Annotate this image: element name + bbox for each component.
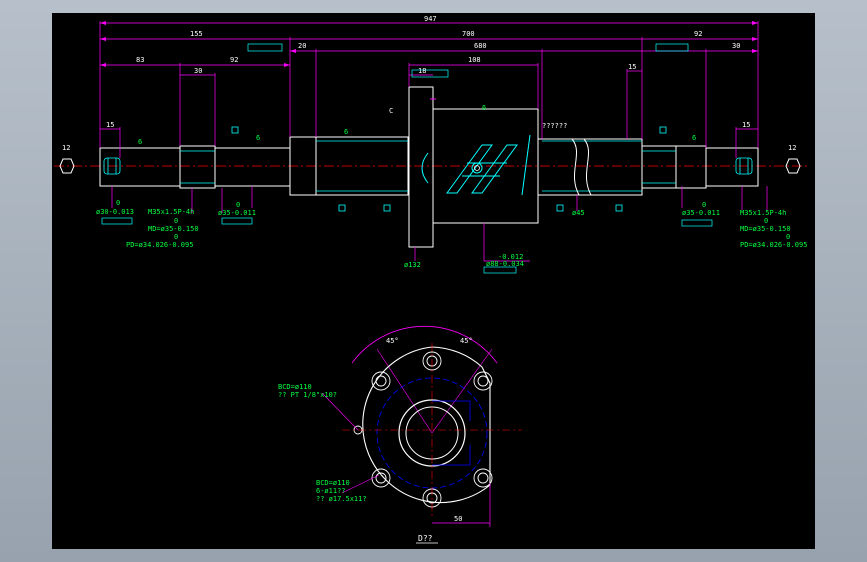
nut-tol-top: -0.012 — [498, 253, 523, 261]
dim-overall: 947 — [424, 15, 437, 23]
nut-d132: ø132 — [404, 261, 421, 269]
right-2-thread: M35x1.5P-4h — [740, 209, 786, 217]
dimension-arrows — [100, 21, 758, 67]
left-2-thread: M35x1.5P-4h — [148, 208, 194, 216]
dim-15-left: 15 — [106, 121, 114, 129]
dim-30-right: 30 — [732, 42, 740, 50]
bcd-label-1: BCD=ø110 — [278, 383, 312, 391]
dim-155: 155 — [190, 30, 203, 38]
dim-12-right: 12 — [788, 144, 796, 152]
nut-inner-cut — [432, 400, 471, 466]
bcd-label-2: BCD=ø110 — [316, 479, 350, 487]
right-1-dia: ø35-0.011 — [682, 209, 720, 217]
left-3-dia: ø35-0.011 — [218, 209, 256, 217]
dim-680: 680 — [474, 42, 487, 50]
roughness-6-d: 6 — [482, 104, 486, 112]
view-title: D?? — [418, 534, 433, 543]
left-2-zero-b: 0 — [174, 233, 178, 241]
left-2-pd: PD=ø34.026-0.095 — [126, 241, 193, 249]
tolerance-frames — [101, 43, 713, 274]
right-2-zero-b: 0 — [786, 233, 790, 241]
thread-lines — [180, 140, 676, 192]
flange-view — [321, 325, 522, 527]
dim-83: 83 — [136, 56, 144, 64]
ball-nut — [408, 86, 539, 248]
right-2-zero: 0 — [764, 217, 768, 225]
left-2-zero: 0 — [174, 217, 178, 225]
dim-30: 30 — [194, 67, 202, 75]
angle-right: 45° — [460, 337, 473, 345]
dim-92-right: 92 — [694, 30, 702, 38]
right-2-md: MD=ø35-0.150 — [740, 225, 791, 233]
drawing-svg: 947 155 700 92 20 680 30 83 92 30 108 18… — [54, 15, 810, 544]
left-2-md: MD=ø35-0.150 — [148, 225, 199, 233]
right-1-zero: 0 — [702, 201, 706, 209]
question-text: ?????? — [542, 122, 567, 130]
right-d45: ø45 — [572, 209, 585, 217]
dim-15-right: 15 — [742, 121, 750, 129]
screw-shaft — [99, 136, 759, 196]
cad-drawing-canvas[interactable]: 947 155 700 92 20 680 30 83 92 30 108 18… — [52, 13, 815, 549]
roughness-6-c: 6 — [344, 128, 348, 136]
break-mark — [571, 138, 592, 196]
keyway-right — [735, 157, 753, 175]
dim-18: 18 — [418, 67, 426, 75]
flange-outline — [362, 346, 491, 504]
datum-markers — [231, 126, 667, 212]
dim-92: 92 — [230, 56, 238, 64]
dim-108: 108 — [468, 56, 481, 64]
left-1-dia: ø30-0.013 — [96, 208, 134, 216]
nut-oil-hole — [474, 165, 480, 171]
section-label-c: C — [389, 107, 393, 115]
dimension-lines — [99, 21, 768, 262]
left-1-zero: 0 — [116, 199, 120, 207]
nut-d88: ø88-0.034 — [486, 260, 524, 268]
hex-end-left — [59, 158, 75, 174]
keyway-left — [103, 157, 121, 175]
roughness-6-a: 6 — [138, 138, 142, 146]
left-3-zero: 0 — [236, 201, 240, 209]
pt-label: ?? PT 1/8"x10? — [278, 391, 337, 399]
roughness-6-b: 6 — [256, 134, 260, 142]
holes-label: 6-ø11?? — [316, 487, 346, 495]
hex-end-right — [785, 158, 801, 174]
dim-12-left: 12 — [62, 144, 70, 152]
nut-return-tube — [421, 134, 531, 196]
angle-dim-arc — [351, 325, 498, 364]
dim-15-mid: 15 — [628, 63, 636, 71]
roughness-6-e: 6 — [692, 134, 696, 142]
angle-left: 45° — [386, 337, 399, 345]
dim-20: 20 — [298, 42, 306, 50]
right-2-pd: PD=ø34.026-0.095 — [740, 241, 807, 249]
cbore-label: ?? ø17.5x11? — [316, 495, 367, 503]
dim-700: 700 — [462, 30, 475, 38]
dim-50: 50 — [454, 515, 462, 523]
